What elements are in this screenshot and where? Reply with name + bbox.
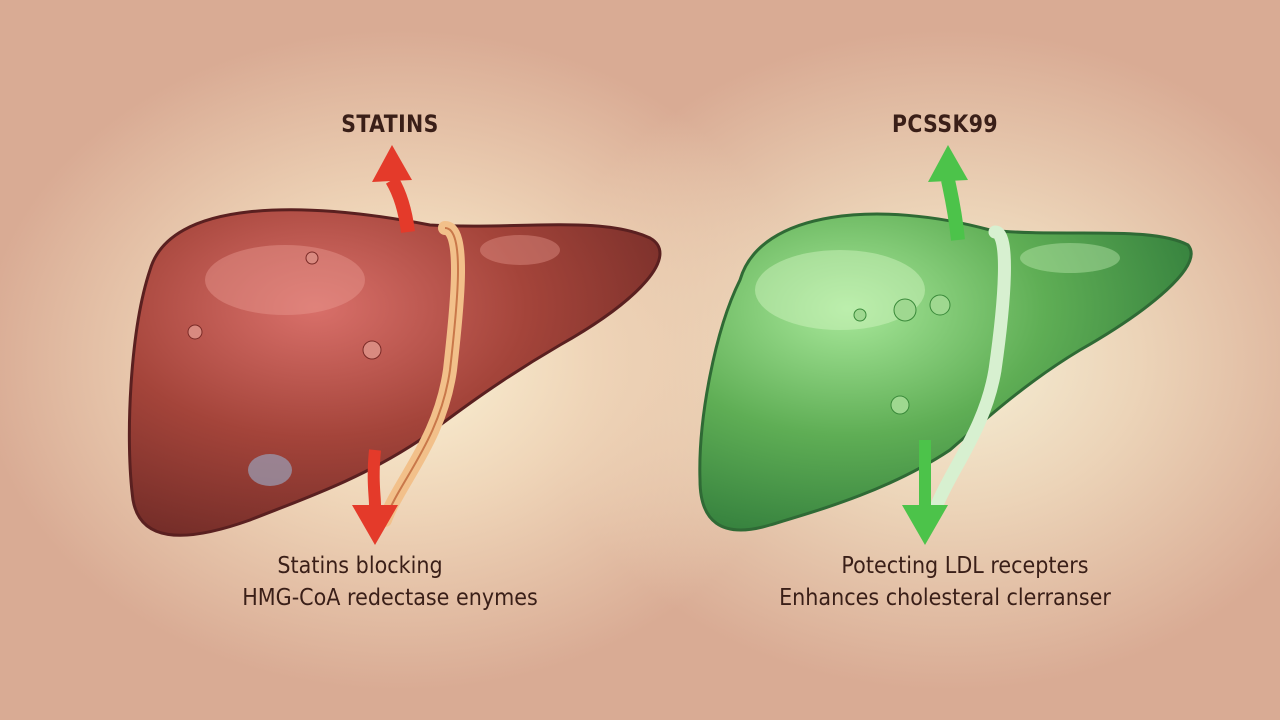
up-arrow-icon	[372, 145, 415, 233]
statins-caption-line1: Statins blocking	[277, 553, 443, 579]
down-arrow-icon	[352, 449, 398, 545]
pcsk9-caption-line1: Potecting LDL recepters	[841, 553, 1089, 579]
statins-liver	[127, 208, 662, 537]
down-arrow-icon	[902, 439, 948, 545]
statins-caption-line2: HMG-CoA redectase enymes	[242, 585, 538, 611]
up-arrow-icon	[928, 145, 968, 241]
pcsk9-liver	[698, 212, 1193, 532]
pcsk9-title: PCSSK99	[892, 110, 998, 138]
pcsk9-caption-line2: Enhances cholesteral clerranser	[779, 585, 1111, 611]
statins-title: STATINS	[341, 110, 439, 138]
